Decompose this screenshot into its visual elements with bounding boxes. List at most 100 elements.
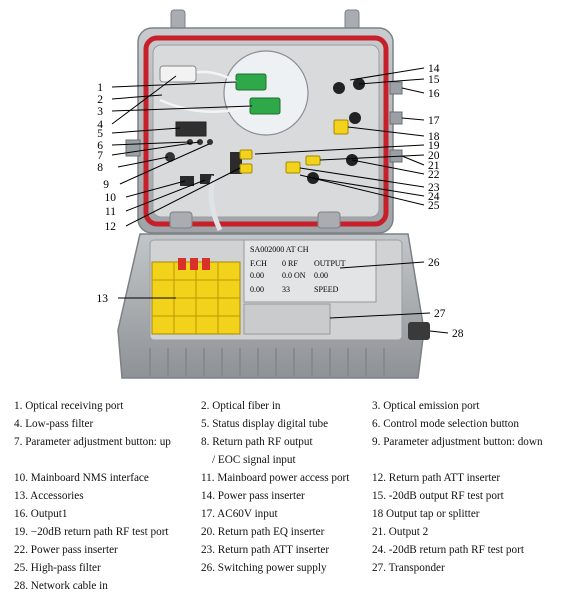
- ac60v-port: [389, 111, 403, 125]
- nms-interface: [180, 176, 194, 186]
- callout-14: 14: [428, 63, 440, 75]
- optical-emission-connector: [249, 97, 281, 115]
- callout-10: 10: [105, 192, 117, 204]
- callout-26: 26: [428, 257, 440, 269]
- legend-item-continuation: / EOC signal input: [212, 454, 296, 466]
- callout-24: 24: [428, 191, 440, 203]
- legend-item: 14. Power pass inserter: [201, 490, 305, 502]
- legend-item: 3. Optical emission port: [372, 400, 480, 412]
- left-port: [125, 139, 141, 157]
- callout-12: 12: [105, 221, 117, 233]
- hinge: [169, 211, 193, 229]
- yellow-inserter: [239, 149, 253, 160]
- leader-lines: [111, 67, 449, 334]
- panel-header: SA002000 AT CH: [250, 245, 309, 254]
- hinge: [317, 211, 341, 229]
- callout-13: 13: [97, 293, 109, 305]
- red-accessory: [190, 258, 198, 270]
- callout-28: 28: [452, 328, 464, 340]
- legend-item: 8. Return path RF output: [201, 436, 313, 448]
- callout-2: 2: [97, 94, 103, 106]
- panel-row2-a: 0.00: [250, 271, 264, 280]
- legend-item: 12. Return path ATT inserter: [372, 472, 501, 484]
- red-accessory: [178, 258, 186, 270]
- panel-row3-b: 33: [282, 285, 290, 294]
- status-display: [175, 121, 207, 137]
- down-button: [207, 139, 213, 145]
- panel-row2-c: 0.00: [314, 271, 328, 280]
- callout-6: 6: [97, 140, 103, 152]
- legend-item: 22. Power pass inserter: [14, 544, 118, 556]
- yellow-inserter: [285, 161, 301, 174]
- power-supply-panel: [243, 239, 377, 303]
- panel-row2-b: 0.0 ON: [282, 271, 306, 280]
- panel-row1-b: 0 RF: [282, 259, 298, 268]
- legend-item: 13. Accessories: [14, 490, 84, 502]
- legend-item: 26. Switching power supply: [201, 562, 327, 574]
- legend-item: 11. Mainboard power access port: [201, 472, 350, 484]
- callout-25: 25: [428, 200, 440, 212]
- callout-19: 19: [428, 140, 440, 152]
- callout-8: 8: [97, 162, 103, 174]
- panel-row1-a: F.CH: [250, 259, 267, 268]
- legend-item: 15. -20dB output RF test port: [372, 490, 504, 502]
- callout-7: 7: [97, 150, 103, 162]
- legend-item: 28. Network cable in: [14, 580, 108, 592]
- legend-item: 20. Return path EQ inserter: [201, 526, 325, 538]
- callout-17: 17: [428, 115, 440, 127]
- callout-23: 23: [428, 182, 440, 194]
- panel-row3-a: 0.00: [250, 285, 264, 294]
- legend-item: 1. Optical receiving port: [14, 400, 124, 412]
- black-connector: [333, 82, 345, 94]
- network-cable-gland: [408, 322, 430, 340]
- transponder: [243, 303, 331, 335]
- callout-27: 27: [434, 308, 446, 320]
- callout-22: 22: [428, 169, 440, 181]
- fiber-tray: [223, 50, 309, 136]
- legend-item: 23. Return path ATT inserter: [201, 544, 330, 556]
- callout-16: 16: [428, 88, 440, 100]
- panel-row3-c: SPEED: [314, 285, 339, 294]
- legend-item: 24. -20dB return path RF test port: [372, 544, 524, 556]
- callout-11: 11: [105, 206, 116, 218]
- legend-item: 21. Output 2: [372, 526, 429, 538]
- callout-9: 9: [103, 179, 109, 191]
- legend-item: 17. AC60V input: [201, 508, 278, 520]
- legend-item: 9. Parameter adjustment button: down: [372, 436, 543, 448]
- yellow-inserter: [333, 119, 349, 135]
- low-pass-filter: [159, 65, 197, 83]
- red-accessory: [202, 258, 210, 270]
- yellow-inserter: [305, 155, 321, 166]
- optical-receiving-connector: [235, 73, 267, 91]
- callout-15: 15: [428, 74, 440, 86]
- output1-port: [389, 81, 403, 95]
- power-access-port: [200, 174, 214, 184]
- callout-3: 3: [97, 106, 103, 118]
- callout-18: 18: [428, 131, 440, 143]
- callout-5: 5: [97, 128, 103, 140]
- panel-row1-c: OUTPUT: [314, 259, 346, 268]
- legend-item: 7. Parameter adjustment button: up: [14, 436, 171, 448]
- black-connector: [349, 112, 361, 124]
- legend-item: 27. Transponder: [372, 562, 445, 574]
- callout-20: 20: [428, 150, 440, 162]
- callout-21: 21: [428, 160, 440, 172]
- yellow-inserter: [239, 163, 253, 174]
- callout-1: 1: [97, 82, 103, 94]
- legend-item: 4. Low-pass filter: [14, 418, 94, 430]
- callout-4: 4: [97, 119, 103, 131]
- legend-item: 10. Mainboard NMS interface: [14, 472, 149, 484]
- legend-item: 5. Status display digital tube: [201, 418, 329, 430]
- product-photo: SA002000 AT CH F.CH 0 RF OUTPUT 0.00 0.0…: [97, 9, 464, 379]
- legend-item: 6. Control mode selection button: [372, 418, 519, 430]
- up-button: [197, 139, 203, 145]
- legend-item: 16. Output1: [14, 508, 68, 520]
- rf-output-port: [165, 152, 175, 162]
- legend-item: 19. −20dB return path RF test port: [14, 526, 169, 538]
- legend-item: 18 Output tap or splitter: [372, 508, 480, 520]
- legend-item: 2. Optical fiber in: [201, 400, 281, 412]
- connecting-cable: [208, 175, 223, 232]
- component-legend: 1. Optical receiving port 2. Optical fib…: [0, 395, 565, 598]
- cooling-fins: [149, 348, 385, 378]
- legend-item: 25. High-pass filter: [14, 562, 101, 574]
